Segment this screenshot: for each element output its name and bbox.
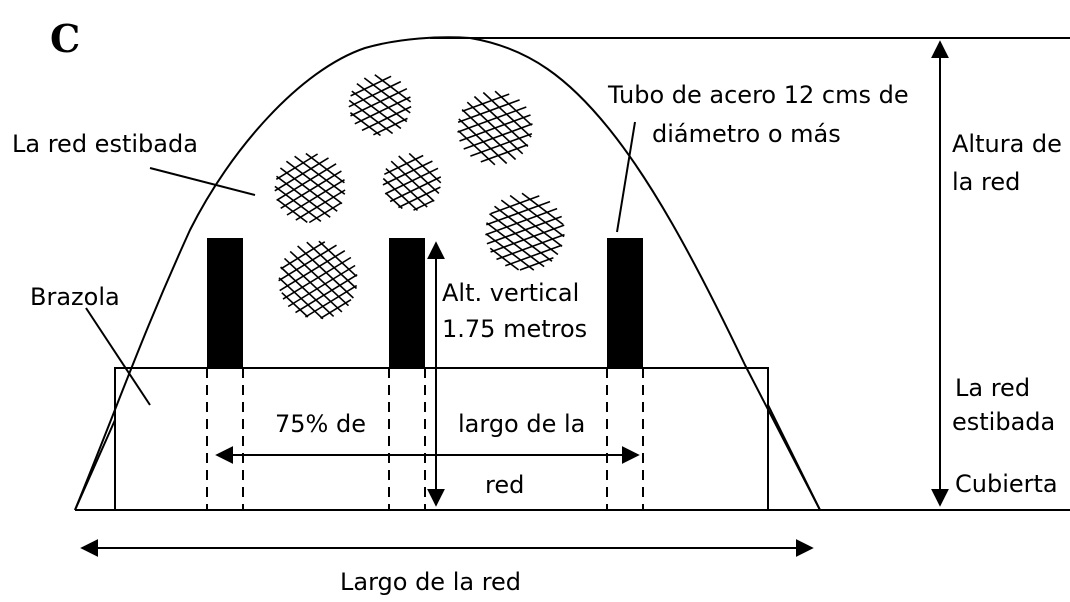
leader-steel-tube — [616, 121, 636, 233]
net-mesh-patch — [274, 152, 346, 224]
label-net-height-line2: la red — [952, 168, 1020, 196]
net-mesh-patch — [457, 90, 533, 166]
panel-letter: C — [50, 16, 80, 61]
stowed-net-outline — [74, 36, 821, 511]
leader-net-stowed — [149, 167, 256, 196]
steel-tube-right — [607, 238, 643, 368]
label-net-stowed-right-line2: estibada — [952, 408, 1055, 436]
label-75pct-c: red — [485, 471, 524, 499]
label-net-stowed: La red estibada — [12, 130, 198, 158]
net-mesh-patches — [274, 74, 565, 320]
net-outline-right-foot — [767, 404, 821, 511]
net-outline-left-foot — [74, 419, 116, 511]
label-coaming: Brazola — [30, 283, 120, 311]
label-net-stowed-right-line1: La red — [955, 374, 1030, 402]
coaming-box — [114, 367, 769, 511]
label-vertical-line1: Alt. vertical — [442, 279, 579, 307]
leader-coaming — [85, 307, 151, 406]
net-mesh-patch — [382, 152, 442, 211]
label-steel-tube-line2: diámetro o más — [652, 120, 841, 148]
label-vertical-line2: 1.75 metros — [442, 315, 587, 343]
label-75pct-a: 75% de — [275, 410, 366, 438]
net-mesh-patch — [278, 240, 358, 320]
net-mesh-patch — [348, 74, 412, 137]
net-mesh-patch — [485, 192, 565, 271]
label-deck: Cubierta — [955, 470, 1058, 498]
label-net-height-line1: Altura de — [952, 130, 1062, 158]
label-steel-tube-line1: Tubo de acero 12 cms de — [607, 81, 909, 109]
steel-tube-left — [207, 238, 243, 368]
label-75pct-b: largo de la — [458, 410, 585, 438]
steel-tube-middle — [389, 238, 425, 368]
tube-guide-lines — [206, 368, 644, 510]
label-net-length: Largo de la red — [340, 568, 521, 596]
